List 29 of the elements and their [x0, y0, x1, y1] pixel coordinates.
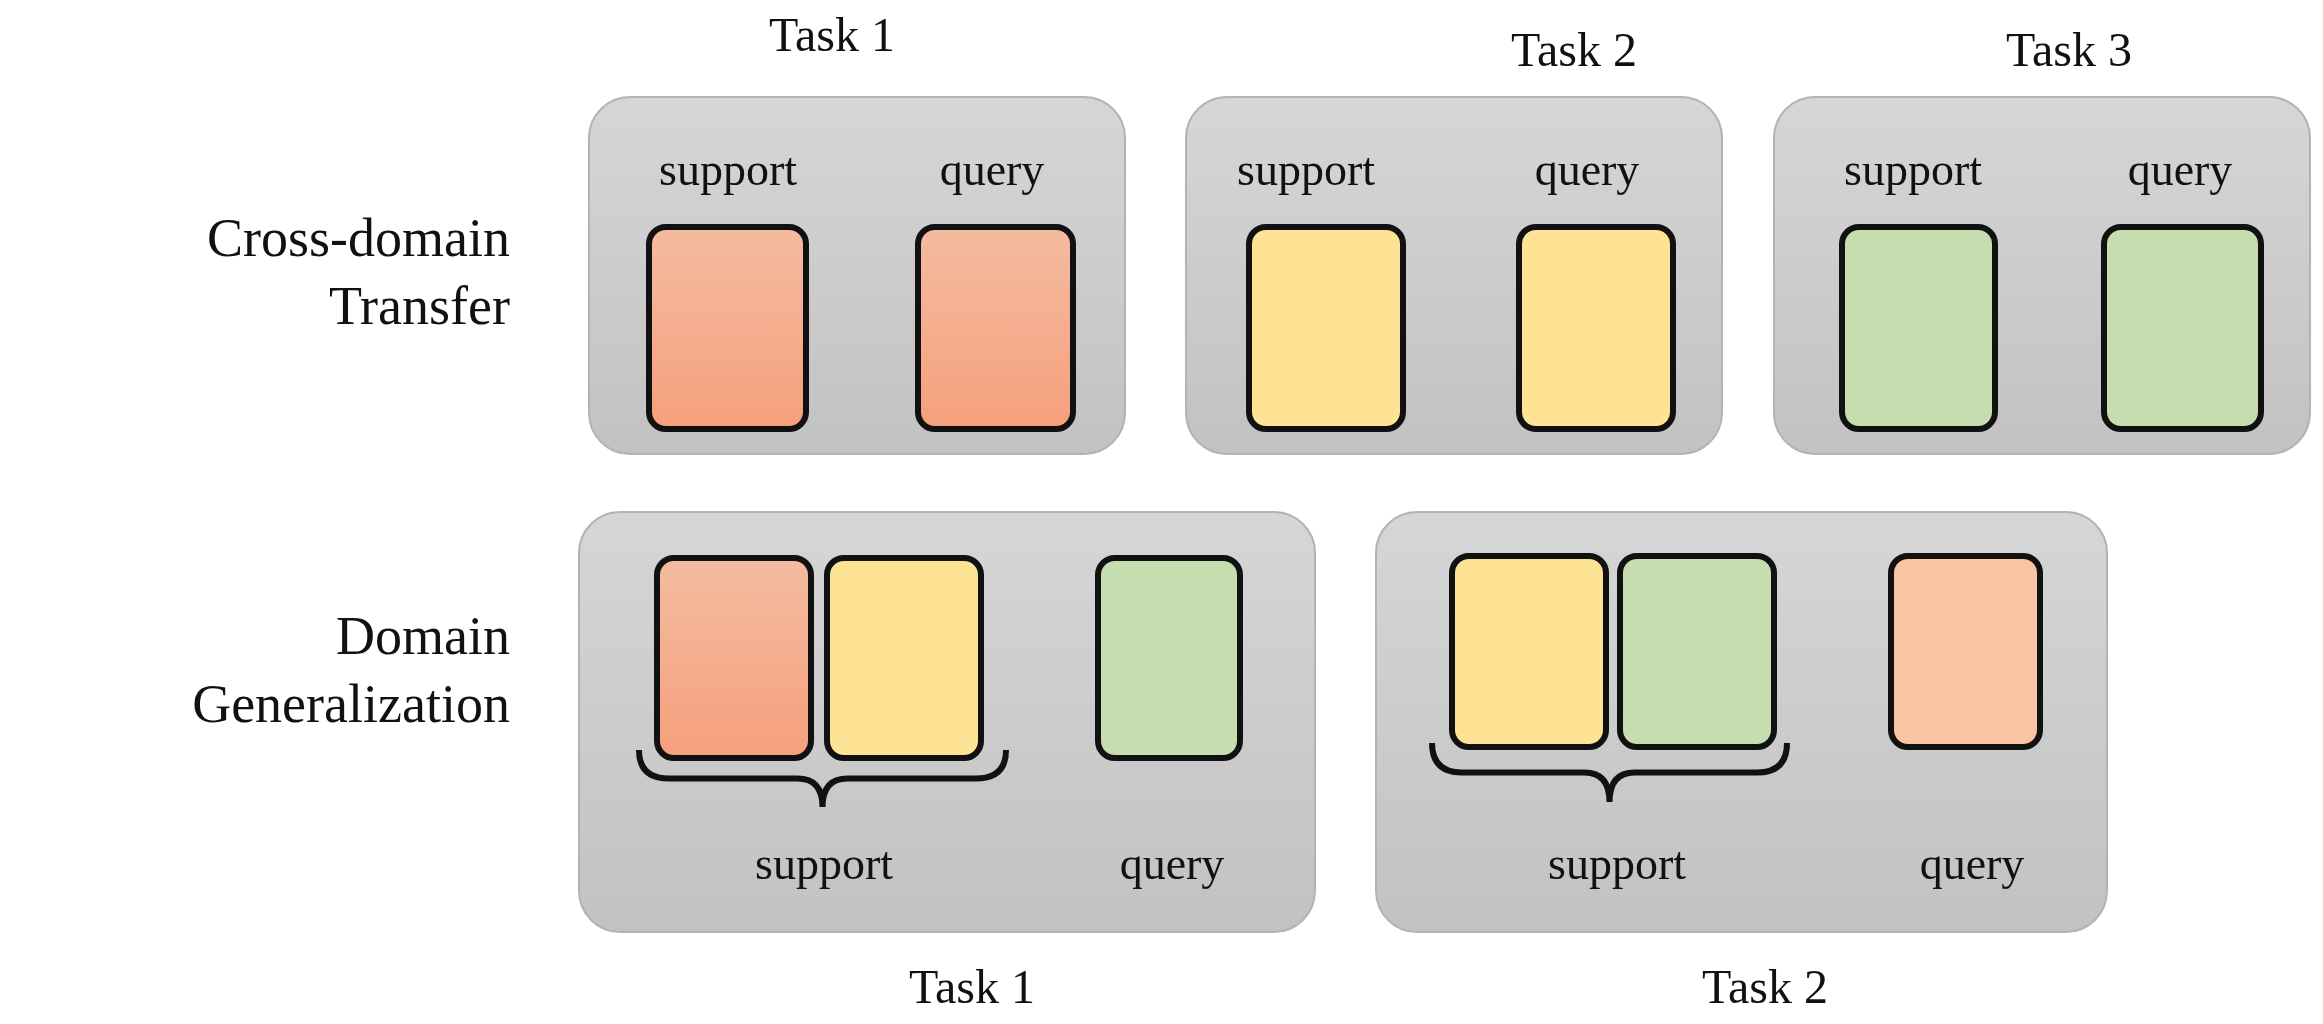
- query-label: query: [1119, 841, 1225, 887]
- query-label: query: [1919, 841, 2025, 887]
- domain-card: [1617, 553, 1777, 750]
- query-label: query: [939, 147, 1045, 193]
- domain-card: [915, 224, 1076, 432]
- support-label: support: [1237, 147, 1375, 193]
- row-label: Cross-domain Transfer: [206, 207, 510, 338]
- task-heading: Task 2: [1702, 963, 1828, 1011]
- domain-card: [1888, 553, 2043, 750]
- domain-card: [646, 224, 809, 432]
- domain-card: [1516, 224, 1676, 432]
- support-label: support: [1548, 841, 1686, 887]
- domain-card: [824, 555, 984, 761]
- support-label: support: [755, 841, 893, 887]
- domain-card: [1095, 555, 1243, 761]
- support-label: support: [1844, 147, 1982, 193]
- domain-card: [1246, 224, 1406, 432]
- task-heading: Task 2: [1511, 26, 1637, 74]
- domain-card: [1839, 224, 1998, 432]
- task-heading: Task 1: [909, 963, 1035, 1011]
- query-label: query: [2127, 147, 2233, 193]
- task-heading: Task 1: [769, 11, 895, 59]
- task-heading: Task 3: [2006, 26, 2132, 74]
- domain-card: [654, 555, 814, 761]
- support-label: support: [659, 147, 797, 193]
- query-label: query: [1534, 147, 1640, 193]
- row-label: Domain Generalization: [191, 605, 510, 736]
- domain-card: [1449, 553, 1609, 750]
- domain-card: [2101, 224, 2264, 432]
